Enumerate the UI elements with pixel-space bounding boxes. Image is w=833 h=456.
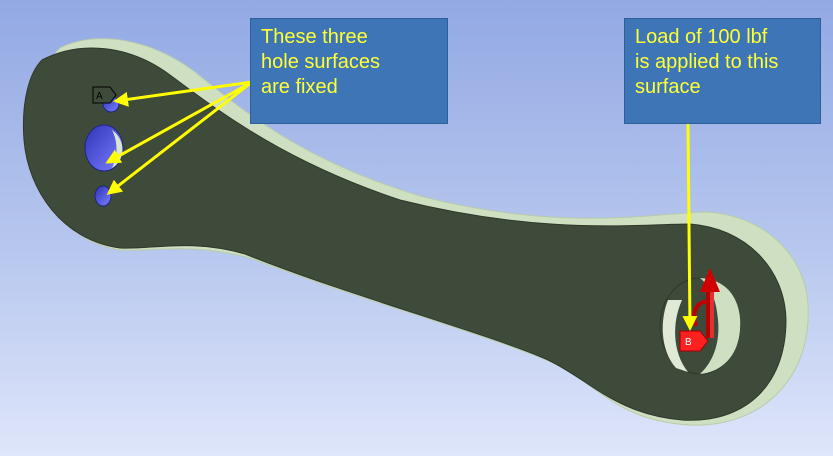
fixed-support-tag[interactable]: A: [92, 86, 117, 104]
arrow-to-load-surface: [682, 123, 698, 331]
load-callout: Load of 100 lbf is applied to this surfa…: [624, 18, 821, 124]
load-hole-inner-wall: [700, 278, 741, 374]
force-label: B: [685, 337, 692, 348]
load-hole-side-wall: [662, 300, 688, 372]
fixed-support-label: A: [96, 91, 103, 102]
link-part-face[interactable]: [22, 47, 787, 421]
arrow-to-large-hole: [105, 80, 253, 164]
arrow-to-bottom-hole: [106, 80, 253, 195]
fixed-hole-bottom[interactable]: [94, 185, 112, 207]
arrow-to-top-hole: [113, 80, 253, 107]
force-tag[interactable]: B: [679, 330, 709, 352]
callout-arrows: [105, 80, 698, 331]
fixed-support-callout: These three hole surfaces are fixed: [250, 18, 448, 124]
